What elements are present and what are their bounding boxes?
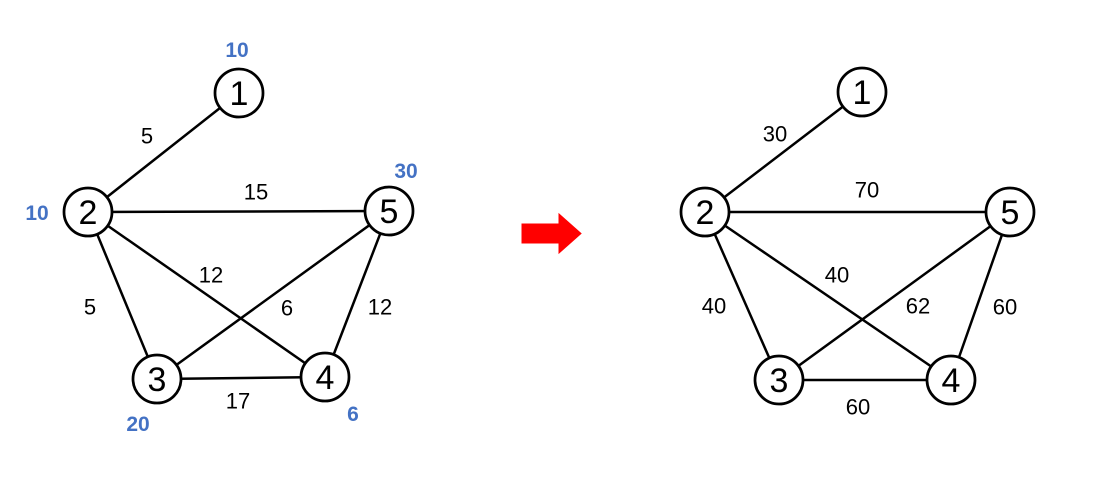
graph-before-node-2: 2 10 — [25, 186, 114, 238]
graph-before-edge-2-5 — [86, 209, 391, 214]
graph-before-edge-weight-2-3: 5 — [84, 295, 96, 320]
graph-before-node-4-weight: 6 — [347, 403, 359, 426]
graph-before-node-1-weight: 10 — [225, 39, 248, 62]
graph-before-edge-weight-1-2: 5 — [141, 124, 153, 149]
graph-before-edge-2-4 — [86, 210, 327, 379]
graph-before-edge-4-5 — [323, 209, 391, 379]
graph-after-edge-2-4 — [703, 210, 953, 382]
graph-before-edge-3-4 — [155, 375, 327, 381]
graph-before-edge-weight-2-4: 12 — [199, 263, 223, 288]
graph-after-edge-2-3 — [703, 210, 781, 382]
graph-after-node-1-circle — [836, 66, 888, 118]
graph-before-node-5-label: 5 — [380, 193, 399, 231]
graph-after-edge-weight-1-2: 30 — [763, 122, 787, 147]
graph-after: 30 70 40 40 62 60 60 1 2 3 4 5 — [679, 66, 1036, 420]
graph-after-edge-weight-3-4: 60 — [846, 395, 870, 420]
graph-before-node-5: 530 — [363, 160, 418, 237]
graph-after-node-4-circle — [925, 354, 977, 406]
graph-before-node-3-weight: 20 — [126, 413, 149, 436]
graph-after-node-4: 4 — [925, 354, 977, 406]
graph-after-edge-1-2 — [703, 90, 864, 214]
graph-after-node-2-label: 2 — [696, 194, 715, 232]
graph-before-edge-weight-3-5: 6 — [281, 296, 293, 321]
graph-after-edge-weight-3-5: 62 — [906, 294, 930, 319]
graph-before-node-3-circle — [131, 353, 183, 405]
graph-before-edge-1-2 — [86, 91, 241, 214]
graph-before-edge-weight-2-5: 15 — [244, 180, 268, 205]
graph-after-node-4-label: 4 — [942, 362, 961, 400]
graph-after-edge-weight-4-5: 60 — [993, 295, 1017, 320]
graph-after-edge-3-5 — [777, 210, 1012, 382]
graph-before-node-5-weight: 30 — [394, 160, 417, 183]
graph-after-node-1: 1 — [836, 66, 888, 118]
graph-after-node-5-circle — [984, 186, 1036, 238]
graph-after-node-2-circle — [679, 186, 731, 238]
graph-after-node-3-circle — [753, 354, 805, 406]
graph-before-node-4-label: 4 — [316, 359, 335, 397]
graph-after-edge-weight-2-3: 40 — [702, 294, 726, 319]
graph-before-node-1: 1 10 — [213, 39, 265, 119]
graph-before-node-1-circle — [213, 67, 265, 119]
graph-before-node-3: 3 20 — [126, 353, 183, 436]
graph-before-node-4-circle — [299, 351, 351, 403]
graph-before-edge-2-3 — [86, 210, 159, 381]
graph-after-node-2: 2 — [679, 186, 731, 238]
graph-before-edge-3-5 — [155, 209, 391, 381]
graph-before-edge-weight-3-4: 17 — [226, 389, 250, 414]
graph-after-node-5: 5 — [984, 186, 1036, 238]
graph-after-node-5-label: 5 — [1001, 194, 1020, 232]
right-arrow-icon — [521, 212, 582, 255]
graph-before-node-2-weight: 10 — [25, 202, 48, 225]
graph-after-edge-weight-2-5: 70 — [855, 178, 879, 203]
graph-after-node-1-label: 1 — [853, 74, 872, 112]
graph-before-node-2-circle — [62, 186, 114, 238]
graph-before-node-2-label: 2 — [79, 194, 98, 232]
graph-after-edge-4-5 — [949, 210, 1012, 382]
graph-after-node-3-label: 3 — [770, 362, 789, 400]
graph-after-node-3: 3 — [753, 354, 805, 406]
graph-before-node-5-circle — [363, 185, 415, 237]
graph-before-edge-weight-4-5: 12 — [368, 295, 392, 320]
graph-before-node-4: 46 — [299, 351, 359, 426]
graph-after-edge-weight-2-4: 40 — [825, 263, 849, 288]
graph-before-node-3-label: 3 — [148, 361, 167, 399]
graph-before-node-1-label: 1 — [230, 75, 249, 113]
